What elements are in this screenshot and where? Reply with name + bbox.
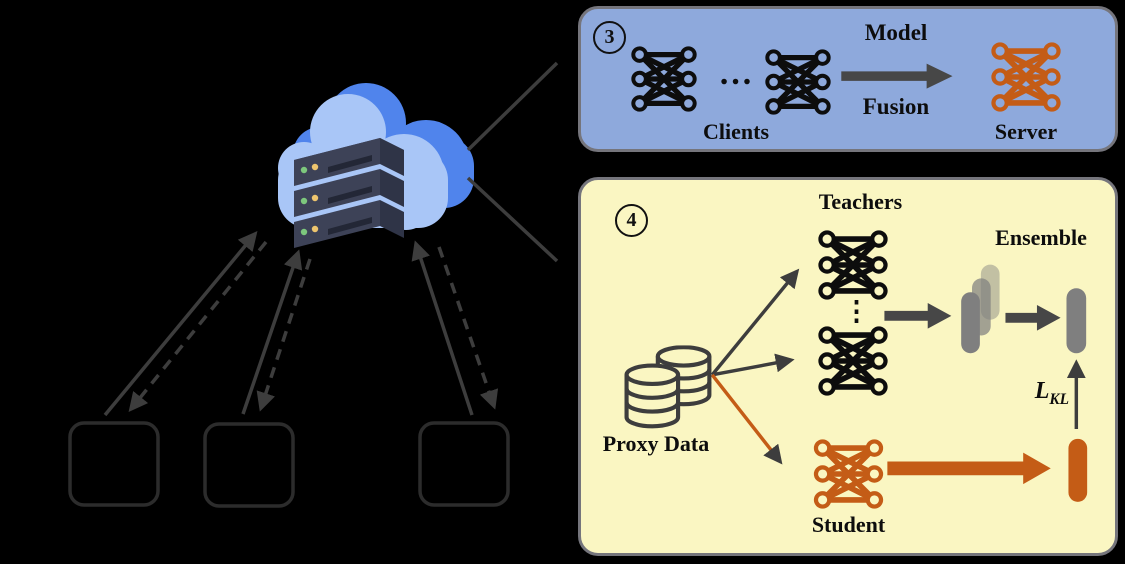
database-icon: [627, 347, 710, 426]
proxy-to-teacher-arrow: [711, 353, 795, 377]
model-label: Model: [864, 20, 928, 45]
cloud-to-fusion-panel-line: [466, 61, 559, 152]
step-number-badge: 3: [593, 21, 626, 54]
server-neural-network-icon: [991, 42, 1061, 112]
proxy-to-student-arrow: [710, 373, 783, 465]
cloud-to-distillation-panel-line: [466, 176, 559, 263]
kl-loss-label: LKL: [1034, 378, 1069, 408]
proxy-to-teacher-arrow: [710, 268, 800, 376]
server-label: Server: [994, 119, 1058, 144]
teacher-neural-network-icon: [815, 230, 891, 300]
ensemble-to-output-arrow: [1005, 304, 1061, 331]
step-number-badge: 4: [615, 204, 648, 237]
model-fusion-panel: 3 … Clients Model Fusion Server: [578, 6, 1118, 152]
ellipsis: …: [718, 55, 756, 92]
proxy-data-label: Proxy Data: [602, 431, 710, 456]
fusion-label: Fusion: [862, 94, 930, 119]
teacher-neural-network-icon: [815, 326, 891, 396]
uplink-arrow: [103, 231, 258, 417]
student-output-arrow: [887, 452, 1051, 485]
client-device-box: [418, 421, 510, 507]
server-rack-icon: [294, 138, 404, 248]
client-neural-network-icon: [765, 49, 831, 115]
distillation-graphics: [581, 264, 1088, 502]
uplink-arrow: [411, 240, 474, 416]
vertical-ellipsis: ⋮: [843, 296, 873, 326]
client-neural-network-icon: [631, 46, 697, 112]
ensemble-label: Ensemble: [995, 225, 1087, 250]
ensemble-distillation-panel: 4 Teachers ⋮ Ensemble LKL Student Proxy …: [578, 177, 1118, 556]
student-output-bar: [1068, 438, 1088, 502]
downlink-arrow: [128, 240, 268, 412]
client-device-box: [68, 421, 160, 507]
teachers-label: Teachers: [818, 189, 903, 214]
client-device-box: [203, 422, 295, 508]
student-neural-network-icon: [810, 439, 887, 509]
clients-label: Clients: [703, 119, 769, 144]
downlink-arrow: [437, 246, 499, 410]
downlink-arrow: [256, 258, 312, 412]
model-fusion-arrows: [841, 63, 953, 89]
ensemble-output-bar: [1066, 288, 1087, 354]
uplink-arrow: [241, 249, 303, 415]
teacher-logits-bar: [961, 292, 980, 354]
fusion-arrow: [841, 63, 953, 89]
teachers-to-ensemble-arrow: [884, 303, 952, 329]
student-label: Student: [811, 512, 886, 537]
